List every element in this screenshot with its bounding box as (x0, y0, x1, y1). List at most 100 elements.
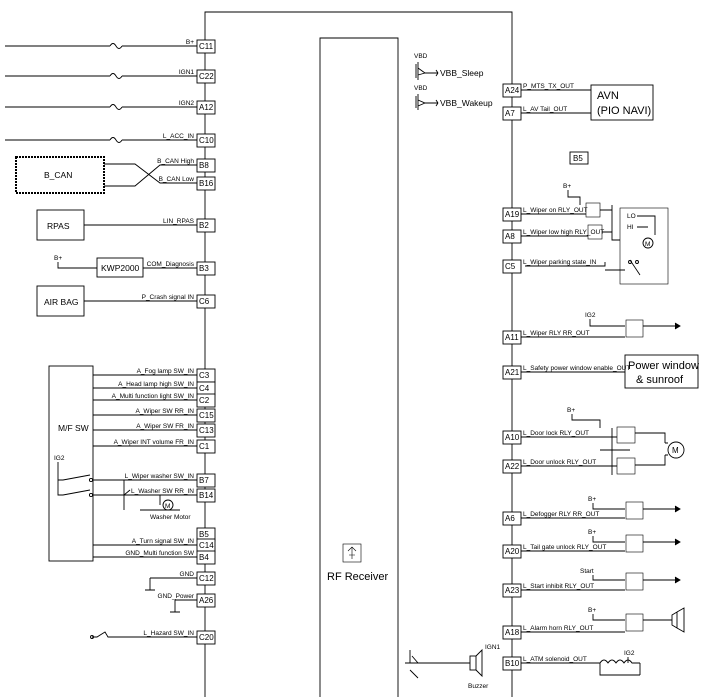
power-window-label-1: Power window (628, 360, 699, 372)
pin-id: B14 (199, 491, 214, 500)
b-can-label: B_CAN (44, 170, 72, 180)
left-pin: B8 B_CAN High (157, 158, 216, 173)
svg-text:IG2: IG2 (624, 650, 635, 657)
pin-id: C2 (199, 396, 210, 405)
signal-label: L_Washer SW RR_IN (131, 488, 194, 495)
signal-label: A_Fog lamp SW_IN (137, 368, 195, 375)
b5-tag (569, 151, 589, 165)
signal-label: L_Alarm horn RLY_OUT (523, 625, 593, 632)
pin-id: B10 (505, 659, 520, 668)
pin-id: A21 (505, 368, 520, 377)
pin-id: C3 (199, 371, 210, 380)
left-pin: C13 A_Wiper SW FR_IN (136, 423, 216, 438)
pin-id: A10 (505, 433, 520, 442)
right-pin: A8 L_Wiper low high RLY_OUT (502, 229, 604, 244)
signal-label: L_Wiper on RLY_OUT (523, 207, 588, 214)
svg-text:B+: B+ (588, 529, 596, 536)
left-pin: C2A_Multi function light SW_IN (112, 393, 216, 408)
signal-label: A_Wiper INT volume FR_IN (114, 439, 195, 446)
washer-motor-label: Washer Motor (150, 514, 191, 521)
avn-label-2: (PIO NAVI) (597, 105, 651, 117)
pin-id: C14 (199, 541, 214, 550)
left-pin: C15 A_Wiper SW RR_IN (135, 408, 216, 423)
kwp-label: KWP2000 (101, 263, 140, 273)
signal-label: B_CAN Low (159, 176, 195, 183)
kwp-box (96, 257, 144, 278)
signal-label: A_Wiper SW RR_IN (135, 408, 194, 415)
signal-label: P_MTS_TX_OUT (523, 83, 574, 90)
pin-id: B3 (199, 264, 209, 273)
svg-text:M: M (672, 446, 679, 455)
left-pin: C6P_Crash signal IN (142, 294, 216, 309)
start-inhibit-relay: Start (520, 568, 681, 591)
pin-id: A6 (505, 514, 515, 523)
signal-label: L_Wiper low high RLY_OUT (523, 229, 604, 236)
pin-id: A11 (505, 333, 519, 342)
alarm-horn-relay: B+ (520, 607, 685, 633)
svg-text:B+: B+ (567, 407, 575, 414)
vbb-wakeup-label: VBB_Wakeup (440, 98, 493, 108)
left-pin: B14 L_Washer SW RR_IN (131, 488, 216, 503)
mf-sw-label: M/F SW (58, 423, 89, 433)
signal-label: L_Wiper RLY RR_OUT (523, 330, 590, 337)
rf-receiver-label: RF Receiver (327, 571, 388, 583)
signal-label: IGN2 (179, 100, 195, 107)
signal-label: B_CAN High (157, 158, 194, 165)
pin-id: A7 (505, 109, 515, 118)
supply-lines (5, 43, 197, 143)
ground-lines (90, 577, 197, 639)
power-window-label-2: & sunroof (636, 374, 684, 386)
pin-id: A12 (199, 103, 214, 112)
signal-label: LIN_RPAS (163, 218, 195, 225)
mf-lines (93, 374, 197, 558)
pin-id: A22 (505, 462, 520, 471)
signal-label: A_Head lamp high SW_IN (118, 381, 194, 388)
signal-label: B+ (186, 39, 194, 46)
pin-id: C20 (199, 633, 214, 642)
pin-id: C15 (199, 411, 214, 420)
signal-label: A_Wiper SW FR_IN (136, 423, 194, 430)
pin-id: A8 (505, 232, 515, 241)
vbd1-label: VBD (414, 53, 428, 60)
wiper-relay-assembly: B+ LO HI M (520, 183, 669, 285)
signal-label: COM_Diagnosis (147, 261, 195, 268)
pin-id: C4 (199, 384, 210, 393)
b5-tag-label: B5 (573, 154, 583, 163)
signal-label: L_Door lock RLY_OUT (523, 430, 589, 437)
vbd2-label: VBD (414, 85, 428, 92)
signal-label: P_Crash signal IN (142, 294, 195, 301)
mf-sw-box (48, 365, 94, 562)
svg-text:B+: B+ (588, 607, 596, 614)
signal-label: L_Wiper washer SW_IN (125, 473, 195, 480)
left-pin: C3 A_Fog lamp SW_IN (137, 368, 216, 383)
signal-label: L_Wiper parking state_IN (523, 259, 597, 266)
rpas-label: RPAS (47, 221, 70, 231)
signal-label: A_Turn signal SW_IN (132, 538, 195, 545)
svg-text:HI: HI (627, 224, 634, 231)
buzzer-icon (405, 648, 483, 679)
signal-label: IGN1 (179, 69, 195, 76)
pin-id: C1 (199, 442, 210, 451)
pin-id: A26 (199, 596, 214, 605)
atm-solenoid: IG2 (520, 650, 641, 676)
pin-id: C13 (199, 426, 214, 435)
pin-id: A18 (505, 628, 520, 637)
svg-text:B+: B+ (563, 183, 571, 190)
can-twisted-pair (104, 163, 197, 187)
left-pin: A12 IGN2 (179, 100, 216, 115)
pin-id: B8 (199, 161, 209, 170)
